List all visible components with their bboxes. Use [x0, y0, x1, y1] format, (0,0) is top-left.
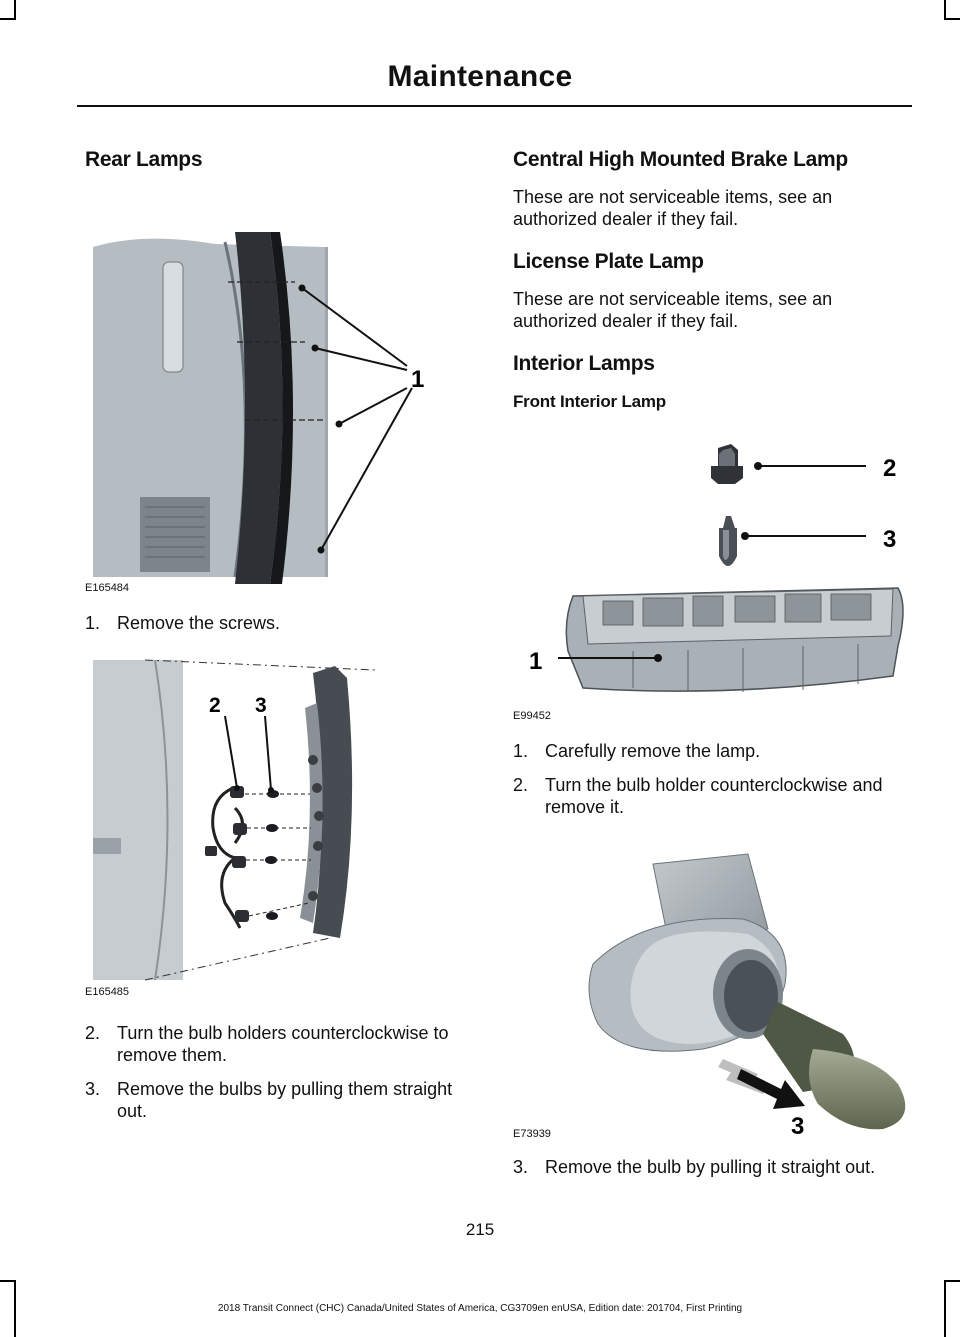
figure-code: E99452 — [513, 710, 551, 722]
callout-2: 2 — [883, 455, 896, 482]
heading-interior-lamps: Interior Lamps — [513, 352, 655, 375]
subheading-front-interior-lamp: Front Interior Lamp — [513, 392, 666, 411]
callout-3: 3 — [255, 694, 267, 717]
page-number: 215 — [465, 1220, 495, 1239]
figure-code: E165485 — [85, 986, 130, 998]
figure-code: E73939 — [513, 1128, 551, 1140]
figure-code: E165484 — [85, 582, 130, 594]
front-interior-lamp-illustration: 2 3 1 — [529, 444, 904, 692]
step-number: 1. — [85, 613, 101, 633]
bulb-holder-illustration: 3 — [588, 853, 906, 1140]
step-text: Remove the bulb by pulling it straight o… — [545, 1157, 876, 1177]
crop-mark-top-right-h — [944, 18, 960, 20]
step-number: 2. — [513, 775, 529, 795]
right-column: Central High Mounted Brake Lamp These ar… — [513, 140, 913, 1178]
crop-mark-bottom-right-h — [944, 1280, 960, 1282]
figure-front-interior-lamp: 2 3 1 E99452 — [513, 426, 913, 722]
license-plate-text: These are not serviceable items, see an … — [513, 289, 833, 331]
chmsl-text: These are not serviceable items, see an … — [513, 187, 833, 229]
rear-lamp-screws-illustration: 1 — [93, 232, 424, 584]
step-text: Remove the screws. — [117, 613, 281, 633]
step-text: Remove the bulbs by pulling them straigh… — [117, 1079, 453, 1121]
callout-2: 2 — [209, 694, 221, 717]
callout-1: 1 — [529, 648, 542, 675]
page-title: Maintenance — [387, 60, 573, 93]
figure-rear-lamp-screws: 1 E165484 — [85, 192, 445, 598]
crop-mark-bottom-left-h — [0, 1280, 16, 1282]
step-2: 2. Turn the bulb holders counterclockwis… — [85, 1022, 480, 1066]
step-text: Carefully remove the lamp. — [545, 741, 761, 761]
crop-mark-top-left-h — [0, 18, 16, 20]
step-text: Turn the bulb holders counterclockwise t… — [117, 1023, 449, 1065]
edition-line: 2018 Transit Connect (CHC) Canada/United… — [217, 1303, 743, 1314]
step-1: 1. Carefully remove the lamp. — [513, 740, 913, 762]
crop-mark-top-right-v — [944, 0, 946, 20]
crop-mark-top-left-v — [14, 0, 16, 20]
step-number: 3. — [85, 1079, 101, 1099]
step-number: 1. — [513, 741, 529, 761]
crop-mark-bottom-right-v — [944, 1280, 946, 1337]
step-3: 3. Remove the bulbs by pulling them stra… — [85, 1078, 480, 1122]
callout-1: 1 — [411, 366, 424, 393]
figure-bulb-holder: 3 E73939 — [513, 834, 913, 1140]
header-rule — [77, 105, 912, 107]
step-3: 3. Remove the bulb by pulling it straigh… — [513, 1156, 913, 1178]
crop-mark-bottom-left-v — [14, 1280, 16, 1337]
heading-chmsl: Central High Mounted Brake Lamp — [513, 148, 848, 171]
step-2: 2. Turn the bulb holder counterclockwise… — [513, 774, 913, 818]
bulb-holders-illustration: 2 3 — [93, 659, 376, 981]
callout-3: 3 — [883, 526, 896, 553]
figure-rear-lamp-bulb-holders: 2 3 E165485 — [85, 648, 445, 1000]
step-text: Turn the bulb holder counterclockwise an… — [545, 775, 883, 817]
step-number: 2. — [85, 1023, 101, 1043]
callout-3: 3 — [791, 1113, 804, 1140]
step-1: 1. Remove the screws. — [85, 612, 480, 634]
heading-license-plate-lamp: License Plate Lamp — [513, 250, 704, 273]
left-column: Rear Lamps — [85, 140, 480, 1122]
step-number: 3. — [513, 1157, 529, 1177]
heading-rear-lamps: Rear Lamps — [85, 148, 203, 171]
